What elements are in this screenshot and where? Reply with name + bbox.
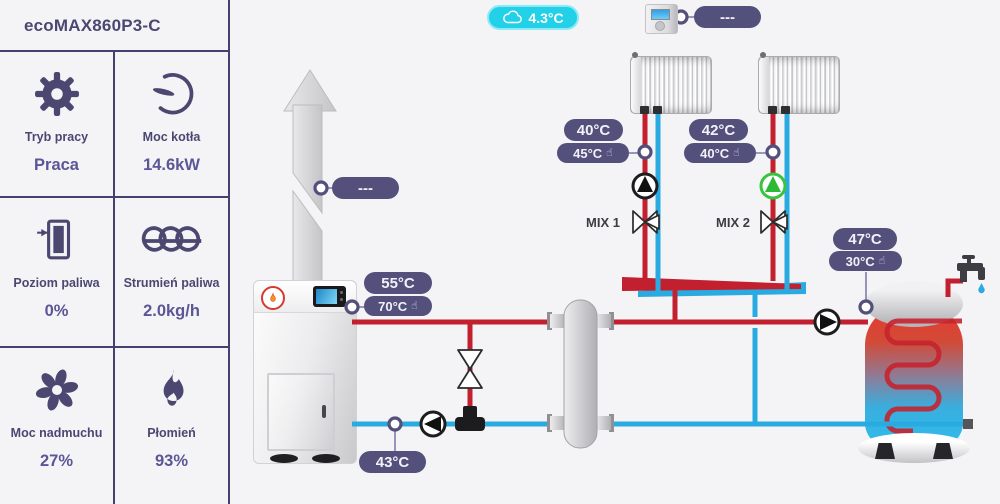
mix1-pump	[631, 172, 659, 200]
boiler-return-pump	[419, 410, 447, 438]
boiler-door	[267, 373, 335, 451]
burner-flame-icon	[261, 286, 285, 310]
return-temp-pill: 43°C	[359, 451, 426, 473]
dhw-temp-value: 47°C	[848, 230, 882, 248]
dhw-tank[interactable]	[858, 281, 970, 464]
tile-label: Tryb pracy	[24, 130, 89, 144]
mix2-setpoint-value: 40°C	[700, 145, 730, 161]
outdoor-temp-value: 4.3°C	[528, 9, 564, 26]
tile-label: Moc kotła	[142, 130, 201, 144]
radiator-circuit-2[interactable]	[758, 52, 840, 114]
tile-label: Moc nadmuchu	[10, 426, 103, 440]
radiator-circuit-1[interactable]	[630, 52, 712, 114]
mix1-setpoint-value: 45°C	[573, 145, 603, 161]
room-temp-value: ---	[720, 8, 735, 26]
boiler-temp-pill: 55°C	[364, 272, 432, 294]
tank-base	[858, 433, 970, 463]
tile-fuel-level[interactable]: Poziom paliwa 0%	[0, 198, 113, 346]
tile-work-mode[interactable]: Tryb pracy Praca	[0, 52, 113, 196]
room-temp-pill: ---	[694, 6, 761, 28]
tank-foot	[933, 443, 953, 459]
thermostat-screen	[651, 9, 670, 20]
mix2-label: MIX 2	[716, 215, 750, 230]
mix1-temp-pill: 40°C	[564, 119, 623, 141]
boiler-setpoint-pill[interactable]: 70°C ☝	[364, 296, 432, 316]
tile-value: 27%	[39, 452, 74, 470]
controller-screen	[316, 289, 337, 304]
boiler-controller-display	[313, 286, 346, 307]
room-thermostat-device	[645, 4, 678, 34]
setpoint-hand-icon: ☝	[411, 299, 418, 312]
mix2-temp-value: 42°C	[701, 121, 736, 139]
radiator-end-cap	[631, 57, 641, 113]
tee-fitting	[455, 406, 485, 431]
tile-flame[interactable]: Płomień 93%	[115, 348, 228, 504]
cloud-icon	[503, 10, 523, 24]
door-handle	[322, 405, 326, 418]
faucet-icon	[957, 255, 985, 282]
boiler-top-panel	[254, 281, 356, 313]
fan-icon	[34, 362, 80, 418]
boiler-temp-value: 55°C	[381, 274, 415, 292]
manifold-supply	[622, 277, 801, 291]
tile-label: Poziom paliwa	[13, 276, 100, 290]
fuel-level-icon	[34, 212, 80, 268]
mix1-label: MIX 1	[586, 215, 620, 230]
flame-icon	[149, 362, 195, 418]
tile-value: 14.6kW	[143, 156, 200, 174]
auger-icon	[137, 212, 207, 268]
outdoor-temp-badge: 4.3°C	[487, 5, 579, 30]
controller-button	[340, 298, 343, 301]
gauge-icon	[149, 66, 195, 122]
mix2-temp-pill: 42°C	[689, 119, 748, 141]
sidebar-tiles: Tryb pracy Praca Moc kotła 14.6kW	[0, 50, 228, 504]
controller-button	[340, 291, 343, 294]
tile-label: Strumień paliwa	[123, 276, 220, 290]
page-title: ecoMAX860P3-C	[0, 0, 228, 50]
radiator-end-cap	[759, 57, 769, 113]
setpoint-hand-icon: ☝	[878, 254, 886, 267]
dhw-setpoint-pill[interactable]: 30°C ☝	[829, 251, 902, 271]
mix2-valve	[760, 210, 788, 234]
dhw-temp-pill: 47°C	[833, 228, 897, 250]
dhw-setpoint-value: 30°C	[845, 253, 875, 269]
tile-value: 0%	[44, 302, 69, 320]
tile-value: 93%	[154, 452, 189, 470]
gear-icon	[34, 66, 80, 122]
tile-fan-power[interactable]: Moc nadmuchu 27%	[0, 348, 113, 504]
boiler-setpoint-value: 70°C	[378, 298, 408, 314]
exhaust-temp-pill: ---	[332, 177, 399, 199]
tank-foot	[875, 443, 895, 459]
tile-label: Płomień	[147, 426, 196, 440]
tile-boiler-power[interactable]: Moc kotła 14.6kW	[115, 52, 228, 196]
tile-fuel-stream[interactable]: Strumień paliwa 2.0kg/h	[115, 198, 228, 346]
bypass-valve	[457, 349, 483, 389]
sidebar: ecoMAX860P3-C Tryb p	[0, 0, 230, 504]
water-drop-icon	[978, 283, 985, 294]
thermostat-button	[655, 21, 665, 31]
tile-value: Praca	[34, 156, 79, 174]
boiler-foot	[270, 454, 298, 463]
boiler-foot	[312, 454, 340, 463]
return-temp-value: 43°C	[375, 453, 410, 471]
boiler[interactable]	[253, 280, 357, 464]
radiator-vent	[760, 52, 766, 58]
mix1-temp-value: 40°C	[576, 121, 611, 139]
dhw-pump	[813, 308, 841, 336]
mix2-setpoint-pill[interactable]: 40°C ☝	[684, 143, 756, 163]
radiator-vent	[632, 52, 638, 58]
mix1-setpoint-pill[interactable]: 45°C ☝	[557, 143, 629, 163]
mix2-pump	[759, 172, 787, 200]
exhaust-temp-value: ---	[358, 179, 373, 197]
tile-value: 2.0kg/h	[143, 302, 200, 320]
hydraulic-separator	[547, 299, 614, 449]
tank-coil	[884, 318, 962, 434]
mix1-valve	[632, 210, 660, 234]
pipe-end-stub	[963, 419, 973, 429]
setpoint-hand-icon: ☝	[733, 146, 740, 159]
manifold-return	[638, 282, 806, 297]
setpoint-hand-icon: ☝	[606, 146, 613, 159]
